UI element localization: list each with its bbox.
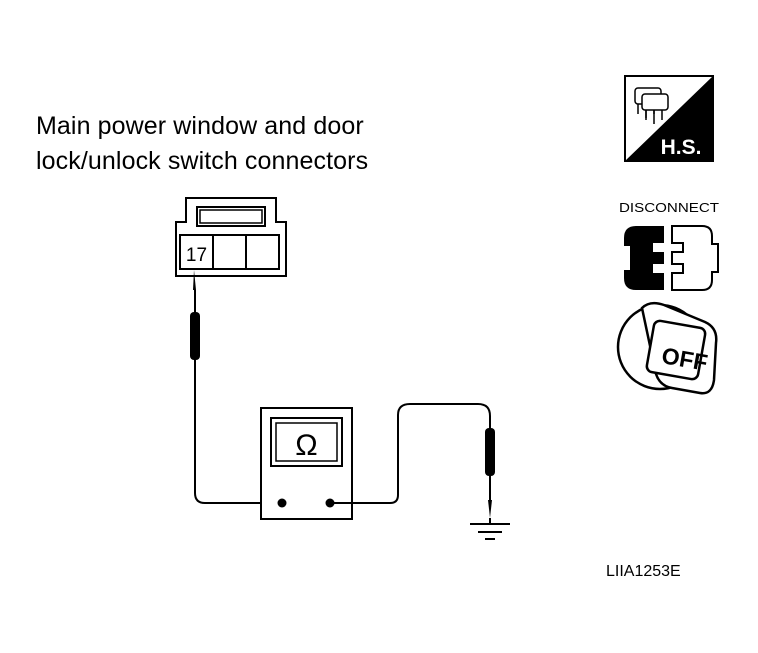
probe-ground — [485, 428, 495, 518]
disconnect-icon: DISCONNECT — [619, 200, 719, 291]
figure-code: LIIA1253E — [606, 563, 681, 580]
ohmmeter-icon: Ω — [295, 429, 317, 462]
test-lead-left — [194, 374, 282, 504]
disconnect-label: DISCONNECT — [619, 200, 719, 215]
diagram-title-line-1: Main power window and door — [36, 112, 364, 140]
harness-connector: 17 — [175, 197, 287, 277]
ohmmeter: Ω — [260, 407, 353, 520]
terminal-label: 17 — [186, 245, 207, 266]
svg-text:H.S.: H.S. — [661, 136, 702, 159]
meter-terminal-left — [277, 498, 287, 508]
probe-positive — [190, 270, 200, 374]
harness-side-icon: H.S. — [624, 75, 714, 162]
ignition-off-icon: OFF — [616, 301, 718, 395]
test-lead-right — [330, 403, 491, 504]
diagram-title-line-2: lock/unlock switch connectors — [36, 147, 369, 175]
ground-icon — [470, 518, 510, 540]
